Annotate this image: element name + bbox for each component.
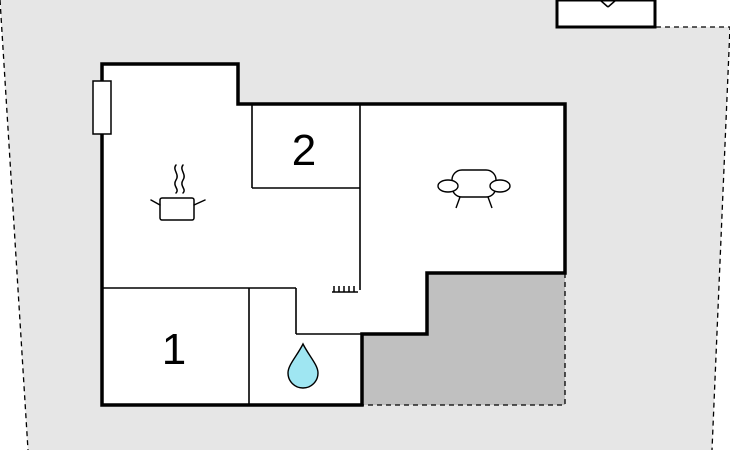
terrace xyxy=(362,273,565,405)
stairs-icon xyxy=(332,286,358,293)
adjacent-building xyxy=(555,0,657,29)
water-drop-icon xyxy=(287,342,319,389)
interior-walls xyxy=(102,104,362,405)
house-floor xyxy=(102,64,565,405)
room-label-1: 1 xyxy=(162,325,186,374)
kitchen-pot-icon xyxy=(150,164,206,221)
sofa-icon xyxy=(437,169,511,209)
window-icon xyxy=(92,80,112,135)
exterior-walls xyxy=(100,62,567,407)
room-label-2: 2 xyxy=(292,126,316,175)
door-icon xyxy=(599,0,617,8)
